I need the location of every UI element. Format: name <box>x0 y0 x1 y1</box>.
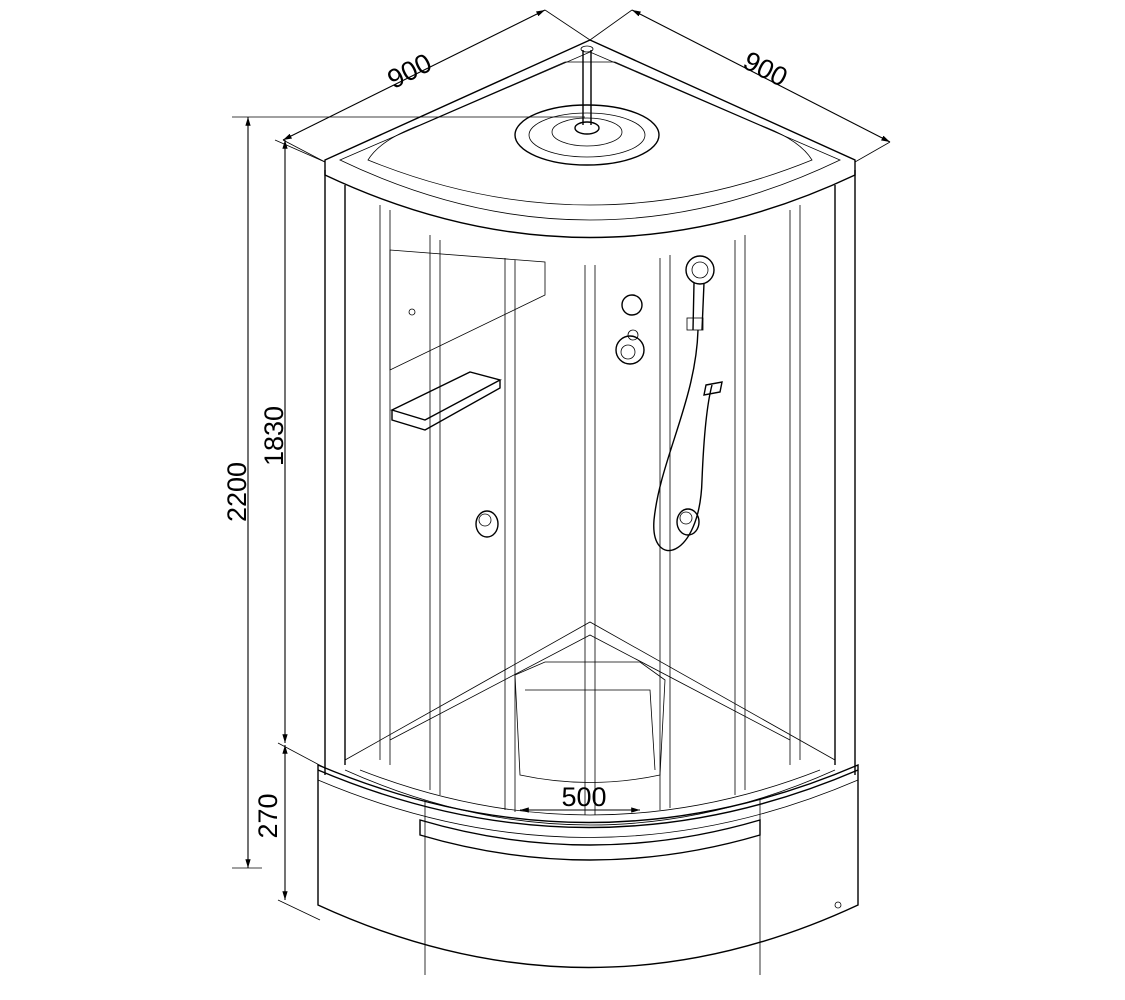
hand-shower-icon <box>653 255 723 552</box>
cabin-height-label: 1830 <box>259 406 289 466</box>
shower-tray <box>317 763 859 975</box>
dimension-cabin-height: 1830 <box>259 139 326 769</box>
door-handle-left-icon[interactable] <box>475 510 499 538</box>
width-left-label: 900 <box>383 48 437 95</box>
dimension-total-height: 2200 <box>222 116 585 869</box>
total-height-label: 2200 <box>222 462 252 522</box>
dimension-width-right: 900 <box>589 9 891 163</box>
dimension-tray-height: 270 <box>253 745 321 921</box>
tray-width-label: 500 <box>561 782 606 812</box>
tray-height-label: 270 <box>253 793 283 838</box>
cabin-roof <box>324 39 856 239</box>
tray-interior: 500 <box>344 621 836 826</box>
width-right-label: 900 <box>739 46 793 93</box>
dimension-width-left: 900 <box>282 9 591 163</box>
door-handle-right-icon[interactable] <box>676 508 700 536</box>
mixer-controls-icon <box>615 294 645 365</box>
cabin-frame <box>324 170 856 815</box>
